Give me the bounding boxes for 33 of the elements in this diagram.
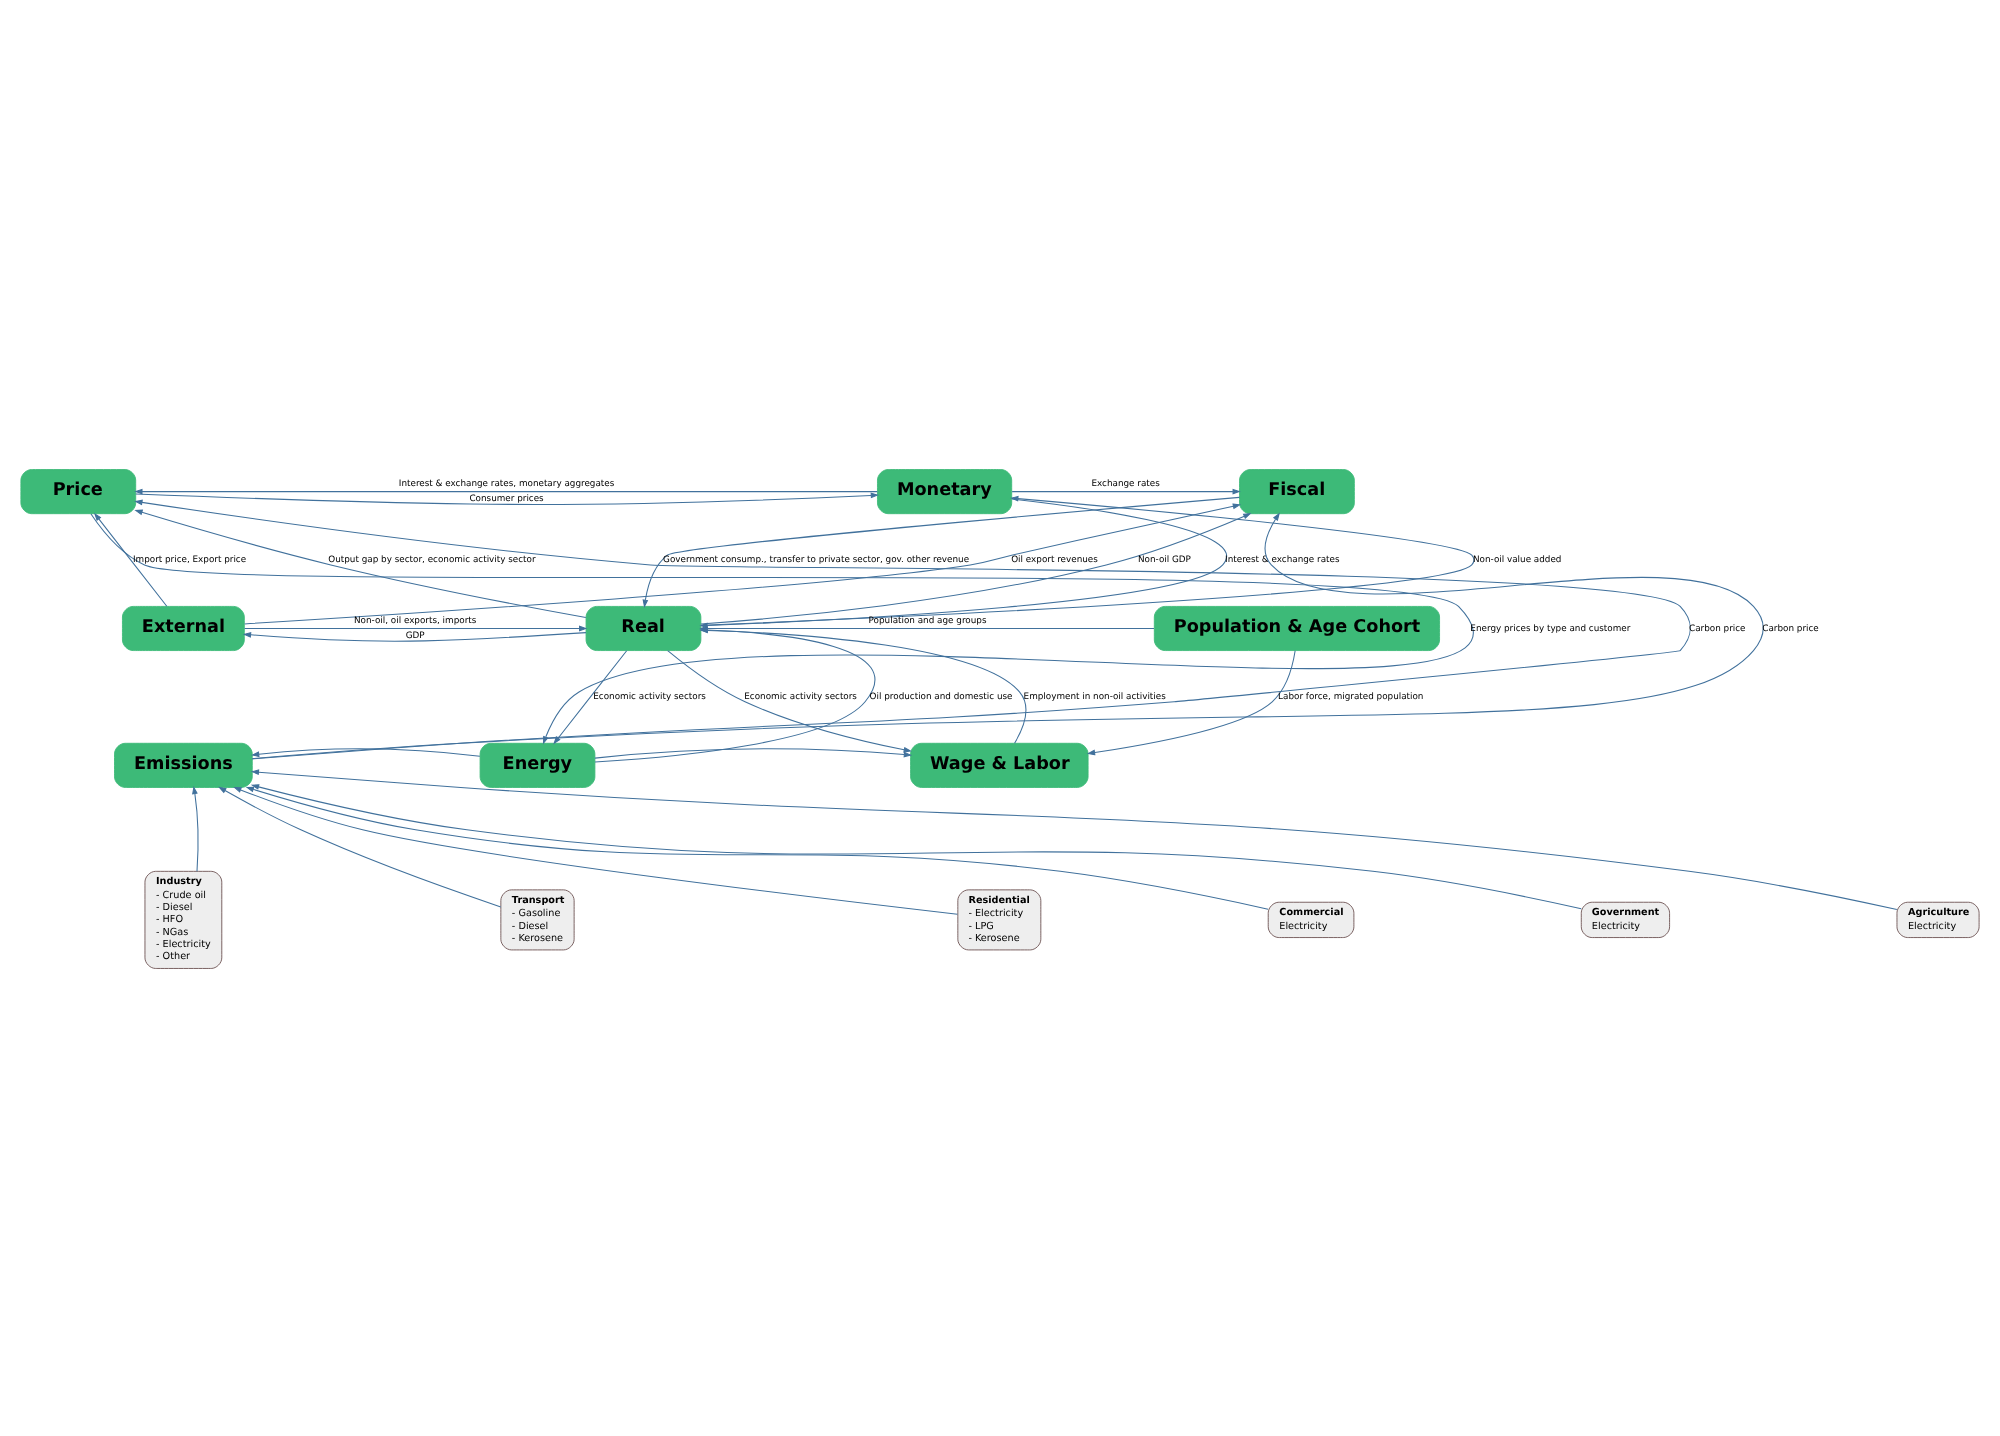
arrow [1011, 487, 1241, 494]
arrow [667, 649, 912, 752]
arrow [243, 624, 588, 631]
arrow [642, 495, 1240, 607]
arrow [250, 768, 1898, 910]
arrow [233, 785, 958, 914]
arrow [244, 502, 1242, 624]
node-box: Fiscal [1239, 468, 1355, 514]
node-box: External [122, 604, 245, 650]
node-box: Population & Age Cohort [1153, 604, 1440, 650]
node-box: Monetary [877, 468, 1013, 514]
arrow [251, 511, 1764, 759]
arrow [245, 785, 1269, 909]
arrow [250, 747, 481, 757]
arrow [594, 747, 913, 758]
node-box: Energy [479, 741, 596, 787]
arrow [93, 511, 168, 606]
arrow [250, 783, 1582, 909]
arrow [134, 508, 587, 617]
arrow [192, 784, 199, 871]
node-box: Emissions [114, 741, 253, 787]
arrow [134, 498, 1691, 759]
arrow [134, 487, 878, 494]
arrow [218, 785, 502, 907]
arrow [1086, 649, 1296, 755]
node-box: Price [20, 468, 137, 514]
node-box: Wage & Labor [910, 741, 1089, 787]
arrow [553, 649, 628, 744]
arrow [135, 491, 880, 504]
arrow [700, 494, 1475, 625]
arrow [242, 630, 587, 641]
node-box: Real [585, 604, 702, 650]
arrow [700, 512, 1252, 624]
